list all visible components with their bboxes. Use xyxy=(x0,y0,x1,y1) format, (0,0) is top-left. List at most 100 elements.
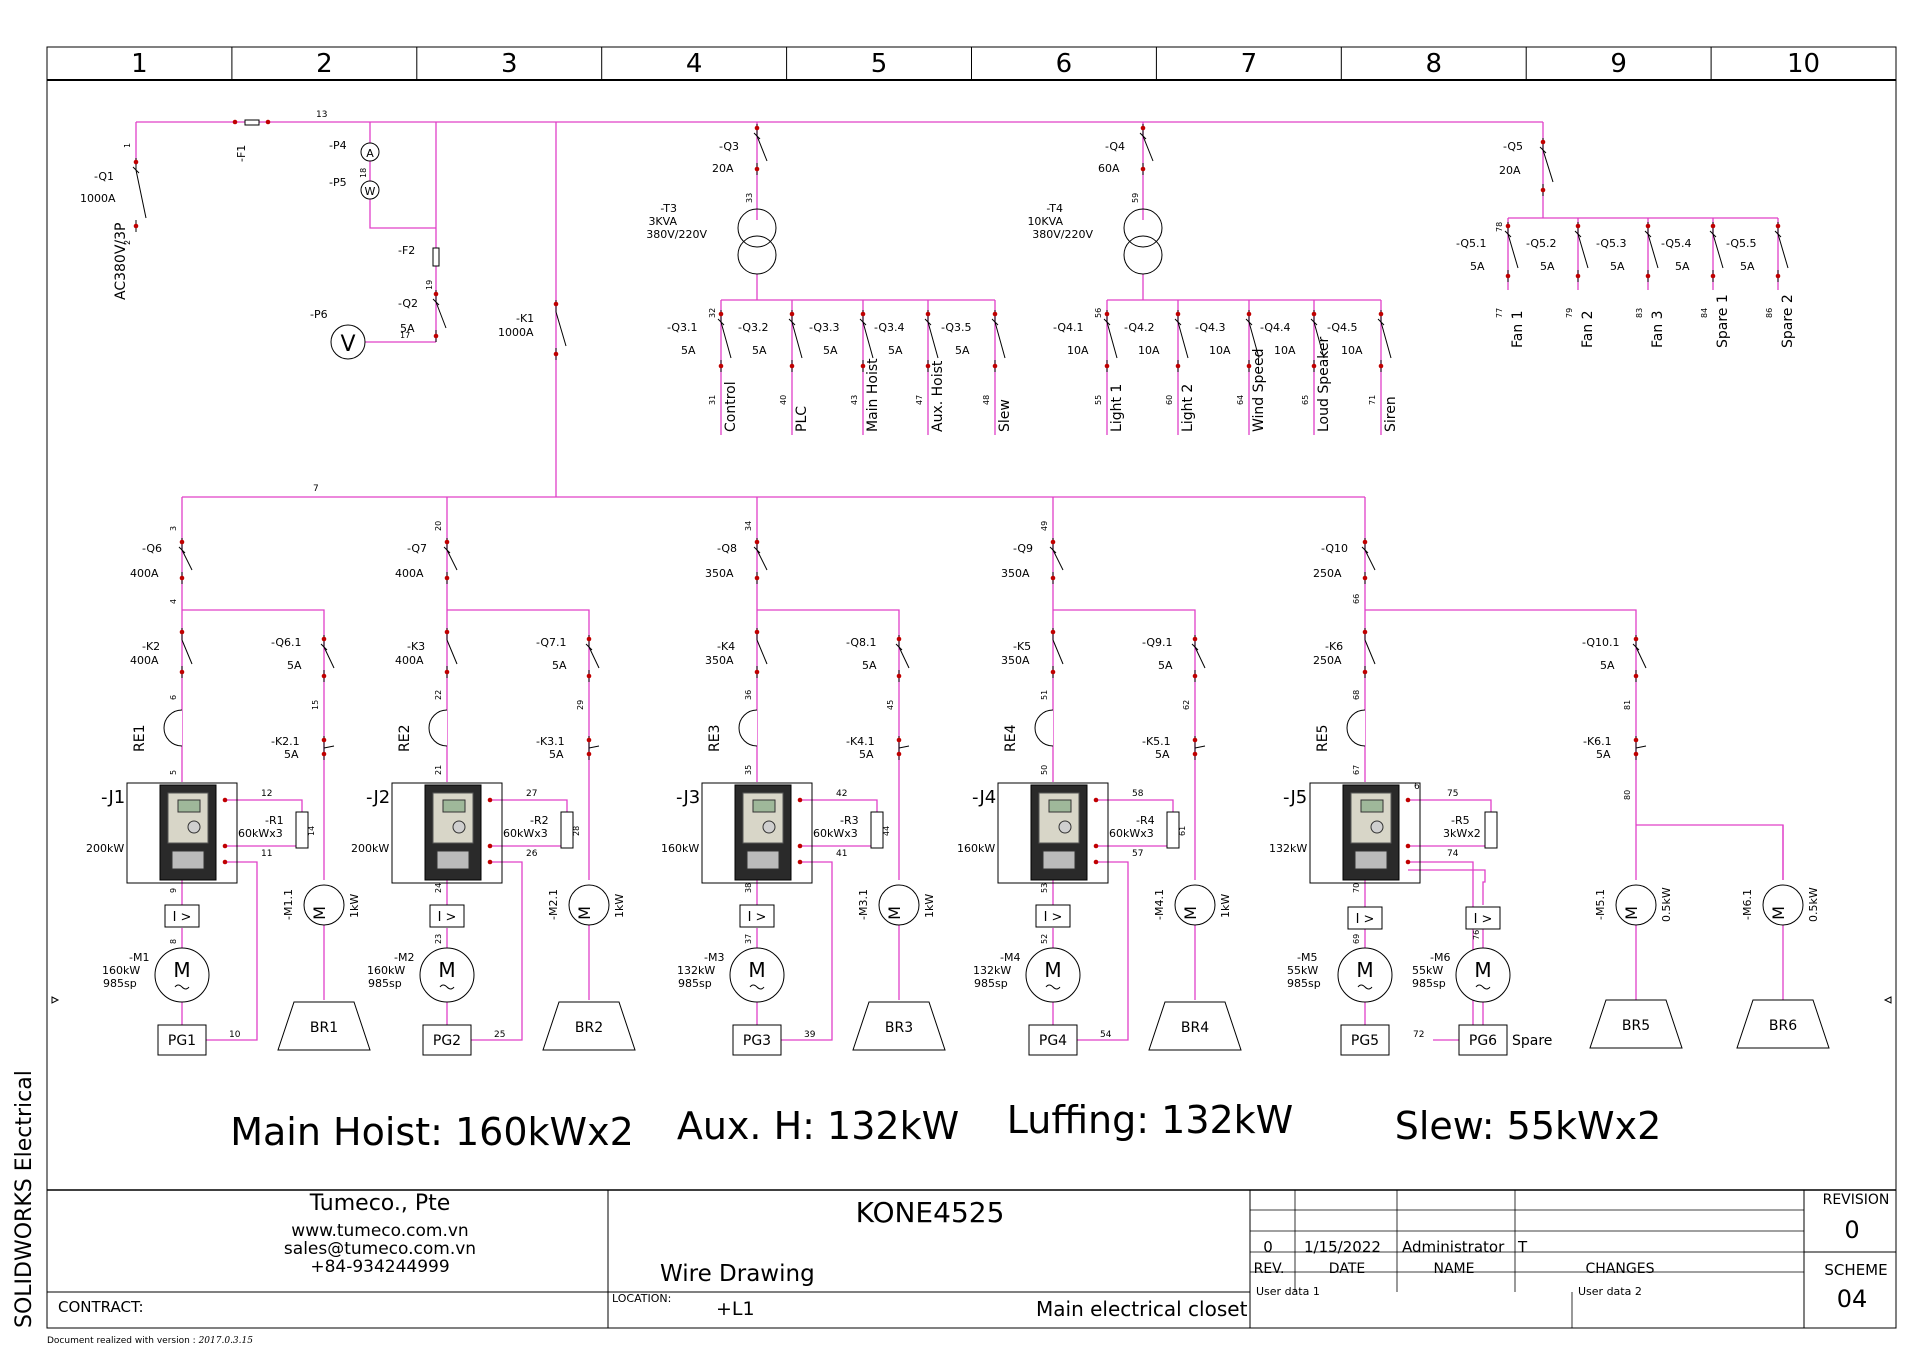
wire-number: 41 xyxy=(836,849,847,859)
drive-contactor-terminal-top xyxy=(179,629,185,635)
drive-motor-icon xyxy=(729,947,785,1003)
fuse-f1-tag: -F1 xyxy=(235,145,248,162)
fan-branch-tag: -Q5.4 xyxy=(1661,237,1692,250)
wire-number: 6 xyxy=(1414,782,1420,792)
slew-brake-contactor-contact xyxy=(1635,745,1647,749)
slew-brake-motor-tag: -M5.1 xyxy=(1594,889,1607,920)
drive-breaker-tag: -Q9 xyxy=(1013,542,1033,555)
wire-number: 33 xyxy=(745,193,754,203)
slew-breaker-terminal-bottom xyxy=(1362,575,1368,581)
main-breaker-terminal-top xyxy=(133,159,139,165)
wire-number: 80 xyxy=(1623,790,1632,800)
fan-branch-breaker-contact xyxy=(1577,233,1589,269)
slew-contactor-tag: -K6 xyxy=(1325,640,1343,653)
slew-motor-b-icon xyxy=(1455,947,1511,1003)
fan-branch-tag: -Q5.5 xyxy=(1726,237,1757,250)
fan-branch-breaker-trip-mark xyxy=(1709,230,1717,238)
vfd-display xyxy=(177,799,201,813)
transformer-ratio: 380V/220V xyxy=(646,228,707,241)
braking-resistor xyxy=(560,811,574,849)
wire-number: 28 xyxy=(572,826,581,836)
brake-feed-wire xyxy=(182,609,325,880)
brake-breaker-rating: 5A xyxy=(552,659,567,672)
slew-overcurrent-relay-b-label: I > xyxy=(1474,912,1493,927)
brake-contactor-contact xyxy=(1194,745,1206,749)
slew-brake-motor-icon xyxy=(1762,884,1804,926)
drive-contactor-terminal-top xyxy=(754,629,760,635)
vfd-tag: -J2 xyxy=(366,787,390,808)
brake-breaker-contact xyxy=(588,646,600,669)
drive-contactor-contact xyxy=(446,639,458,665)
vfd-display xyxy=(1048,799,1072,813)
vfd-terminal-cover xyxy=(1042,850,1076,870)
slew-encoder-a-label: PG5 xyxy=(1351,1033,1379,1049)
voltmeter-icon xyxy=(330,324,366,360)
encoder-feedback-wire xyxy=(206,861,258,1041)
vfd-terminal xyxy=(487,843,493,849)
wire-number: 17 xyxy=(400,331,410,340)
slew-vfd-bracket xyxy=(1309,782,1421,884)
drive-contactor-terminal-top xyxy=(1050,629,1056,635)
drive-breaker-contact xyxy=(446,549,458,571)
slew-vfd-terminal-cover xyxy=(1354,850,1388,870)
vfd-terminal xyxy=(797,859,803,865)
drive-motor-letter: M xyxy=(438,958,455,982)
brake-contactor-terminal-bottom xyxy=(586,751,592,757)
brake-breaker-terminal-bottom xyxy=(586,673,592,679)
aux-branch-tag: -Q4.5 xyxy=(1327,321,1358,334)
vfd-terminal xyxy=(222,843,228,849)
wattmeter-tag: -P5 xyxy=(329,176,347,189)
fuse-f1 xyxy=(244,119,260,126)
brake-contactor-tag: -K2.1 xyxy=(271,735,300,748)
brake-motor-icon xyxy=(1174,884,1216,926)
brake-motor-tag: -M2.1 xyxy=(547,889,560,920)
slew-encoder-a xyxy=(1340,1024,1390,1056)
fan-branch-rating: 5A xyxy=(1740,260,1755,273)
aux-branch-breaker-terminal-top xyxy=(1175,311,1181,317)
braking-resistor-rating: 60kWx3 xyxy=(503,827,548,840)
main-contactor-rating: 1000A xyxy=(498,326,534,339)
wire-number: 39 xyxy=(804,1030,816,1040)
drive-breaker-tag: -Q6 xyxy=(142,542,162,555)
brake-breaker-trip-mark xyxy=(320,643,328,651)
brake-contactor-terminal-bottom xyxy=(321,751,327,757)
aux-branch-breaker-contact xyxy=(1248,321,1260,359)
wire-number: 47 xyxy=(915,395,924,405)
drive-contactor-contact xyxy=(756,639,768,665)
wire-number: 74 xyxy=(1447,849,1459,859)
brake-breaker-terminal-top xyxy=(586,636,592,642)
vfd-terminal xyxy=(487,859,493,865)
wire-number: 40 xyxy=(779,395,788,405)
wire-number: 55 xyxy=(1094,395,1103,405)
overcurrent-relay-label: I > xyxy=(173,910,192,925)
slew-brake-contactor-tag: -K6.1 xyxy=(1583,735,1612,748)
mechanical-brake-shape xyxy=(277,1001,371,1051)
vfd-tag: -J1 xyxy=(101,787,125,808)
fan-branch-breaker-trip-mark xyxy=(1644,230,1652,238)
drive-breaker-tag: -Q8 xyxy=(717,542,737,555)
drive-motor-ac-wave xyxy=(439,984,455,990)
vfd-terminal xyxy=(487,797,493,803)
brake-motor-tag: -M4.1 xyxy=(1153,889,1166,920)
drive-breaker-trip-mark xyxy=(443,546,451,554)
overcurrent-relay-label: I > xyxy=(438,910,457,925)
drive-motor-tag: -M3 xyxy=(704,951,724,964)
wire-number: 76 xyxy=(1472,930,1481,940)
brake-contactor-contact xyxy=(323,745,335,749)
aux-branch-breaker-trip-mark xyxy=(1174,318,1182,326)
aux-branch-breaker-terminal-top xyxy=(1378,311,1384,317)
wire-number: 61 xyxy=(1178,826,1187,836)
vfd-terminal-cover xyxy=(746,850,780,870)
slew-motor-b-rating: 55kW xyxy=(1412,964,1443,977)
brake-breaker-terminal-top xyxy=(321,636,327,642)
resistor-wire xyxy=(490,799,568,813)
wire-number: 67 xyxy=(1352,765,1361,775)
brake-contactor-terminal-bottom xyxy=(1192,751,1198,757)
brake-feed-wire xyxy=(1053,609,1196,880)
fan-branch-tag: -Q5.2 xyxy=(1526,237,1557,250)
main-breaker-terminal-bottom xyxy=(133,223,139,229)
aux-branch-breaker-contact xyxy=(791,321,803,359)
overcurrent-relay-box xyxy=(739,904,775,928)
